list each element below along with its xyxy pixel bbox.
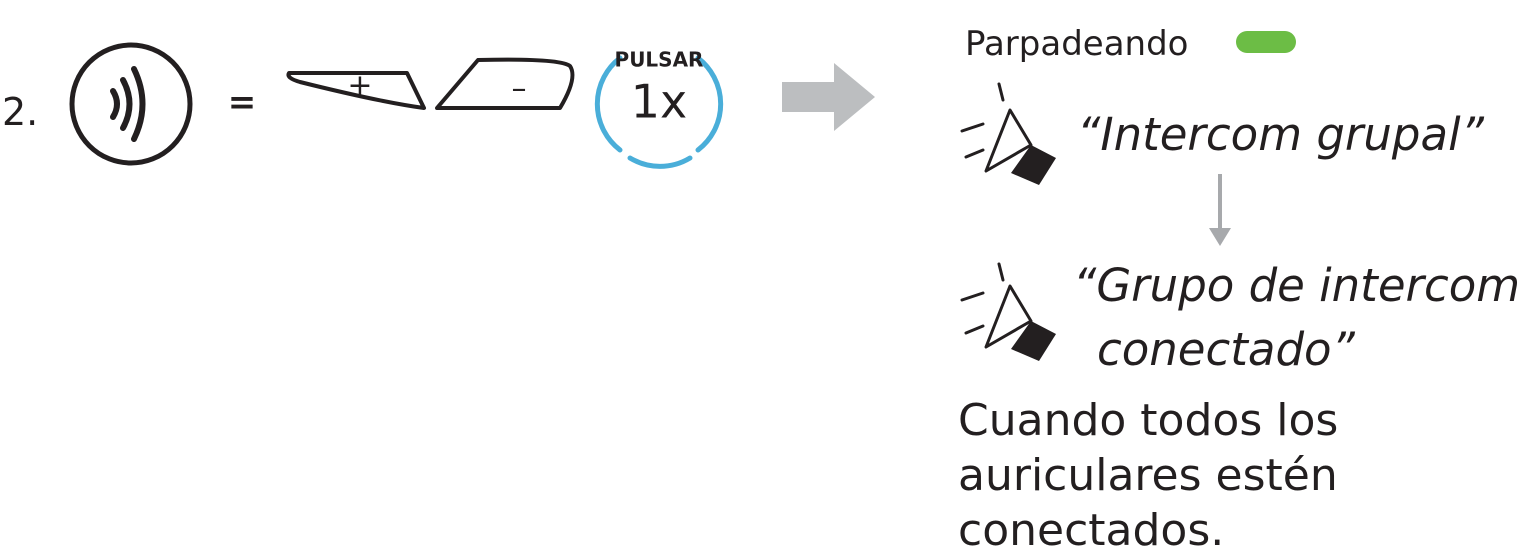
press-badge-label: PULSAR [615, 48, 704, 72]
press-badge: PULSAR 1x [594, 48, 724, 169]
intercom-button [69, 42, 193, 166]
button-sequence-diagram: = + – PULSAR 1x [69, 42, 875, 169]
led-indicator [1236, 31, 1296, 53]
speaker-icon [960, 82, 1056, 185]
announcement-icons [960, 82, 1231, 361]
status-label: Parpadeando [965, 24, 1189, 64]
equals-sign: = [228, 83, 257, 123]
announcement-intercom-grupal: “Intercom grupal” [1077, 108, 1484, 161]
announcement-grupo-line-1: “Grupo de intercom [1073, 259, 1521, 312]
minus-key-label: – [512, 72, 527, 107]
arrow-right-icon [782, 63, 875, 131]
intercom-wave-icon [110, 66, 146, 142]
plus-key-label: + [347, 69, 372, 104]
speaker-icon [960, 262, 1056, 361]
step-number: 2. [2, 90, 39, 134]
down-arrow-icon [1209, 174, 1231, 246]
minus-key: – [435, 57, 575, 110]
note-text: Cuando todos los auriculares estén conec… [958, 395, 1339, 556]
plus-key: + [286, 69, 426, 110]
announcement-grupo-line-2: conectado” [1097, 323, 1355, 376]
press-badge-count: 1x [631, 75, 688, 129]
